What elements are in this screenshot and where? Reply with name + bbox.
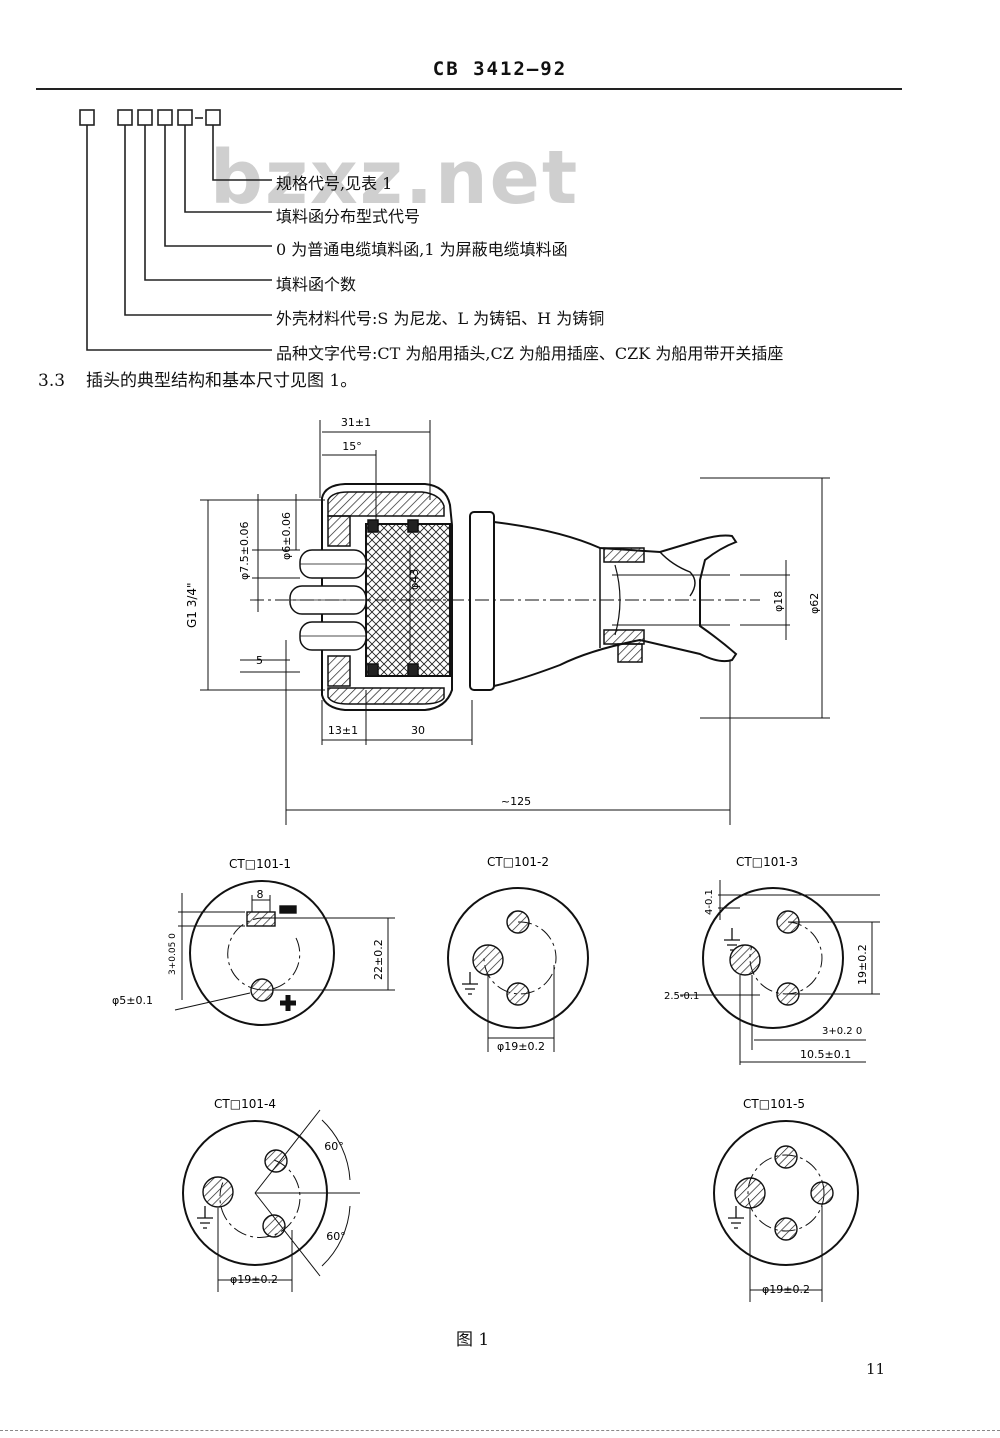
dim-overall: ~125 <box>501 795 531 808</box>
face-view-title-4: CT□101-4 <box>214 1097 276 1111</box>
face-view-3-dim-4: 4-0.1 <box>704 889 715 915</box>
leader-gland-type <box>164 125 272 247</box>
face-view-4-angle-top: 60° <box>324 1140 344 1153</box>
dim-dia-6: φ6±0.06 <box>280 512 293 560</box>
face-view-3-dim-3: 3+0.2 0 <box>822 1026 862 1037</box>
face-view-title-3: CT□101-3 <box>736 855 798 869</box>
dim-thread: G1 3/4" <box>185 582 199 628</box>
face-view-5-dim-dia-19: φ19±0.2 <box>762 1283 810 1296</box>
dim-dia-43: φ43 <box>408 569 421 590</box>
dim-dia-62: φ62 <box>808 593 821 614</box>
face-view-2-dim-dia-19: φ19±0.2 <box>497 1040 545 1053</box>
face-view-ct101-1 <box>174 880 395 1026</box>
face-view-4-angle-bottom: 60° <box>326 1230 346 1243</box>
dim-dia-7-5: φ7.5±0.06 <box>238 522 251 580</box>
face-view-1-dim-22: 22±0.2 <box>372 939 385 980</box>
leader-distribution <box>184 125 272 213</box>
plug-dimensions <box>200 420 830 825</box>
leader-spec <box>212 125 272 181</box>
code-label-product-type: 品种文字代号:CT 为船用插头,CZ 为船用插座、CZK 为船用带开关插座 <box>276 344 784 363</box>
dim-bottom-13: 13±1 <box>328 724 358 737</box>
code-label-gland-count: 填料函个数 <box>276 275 357 294</box>
leader-shell-material <box>124 125 272 316</box>
face-view-3-dim-10-5: 10.5±0.1 <box>800 1048 851 1061</box>
code-box-shell-material <box>117 109 133 126</box>
dim-bottom-30: 30 <box>411 724 425 737</box>
standard-code: CB 3412—92 <box>432 58 568 80</box>
section-text: 插头的典型结构和基本尺寸见图 1。 <box>86 371 358 391</box>
code-box-gland-count <box>137 109 153 126</box>
code-box-product-type <box>79 109 95 126</box>
face-view-ct101-3 <box>680 880 880 1065</box>
face-view-3-dim-2-5: 2.5-0.1 <box>664 991 699 1002</box>
face-view-1-dim-8: 8 <box>257 888 264 901</box>
face-view-title-1: CT□101-1 <box>229 857 291 871</box>
face-view-4-dim-dia-19: φ19±0.2 <box>230 1273 278 1286</box>
face-view-ct101-4 <box>182 1109 360 1292</box>
watermark: bzxz.net <box>210 135 580 221</box>
leader-gland-count <box>144 125 272 281</box>
figure-caption: 图 1 <box>456 1330 490 1350</box>
dim-5: 5 <box>256 654 263 667</box>
code-structure-diagram <box>79 109 272 351</box>
face-view-ct101-5 <box>713 1120 859 1302</box>
section-number: 3.3 <box>38 371 66 391</box>
code-label-distribution: 填料函分布型式代号 <box>276 207 421 226</box>
code-box-spec <box>205 109 221 126</box>
code-label-shell-material: 外壳材料代号:S 为尼龙、L 为铸铝、H 为铸铜 <box>276 309 605 328</box>
face-view-title-2: CT□101-2 <box>487 855 549 869</box>
face-view-3-dim-19: 19±0.2 <box>856 944 869 985</box>
leader-product-type <box>86 125 272 351</box>
face-view-ct101-2 <box>447 887 589 1052</box>
plug-main-drawing <box>289 483 738 711</box>
code-box-distribution <box>177 109 193 126</box>
bottom-rule <box>0 1430 1000 1432</box>
face-view-1-dim-dia-5: φ5±0.1 <box>112 994 153 1007</box>
face-view-title-5: CT□101-5 <box>743 1097 805 1111</box>
face-view-1-dim-3: 3+0.05 0 <box>168 933 178 975</box>
code-box-gland-type <box>157 109 173 126</box>
dim-top-angle: 15° <box>342 440 362 453</box>
dim-dia-18: φ18 <box>772 591 785 612</box>
header-rule <box>36 88 902 90</box>
dim-top-width: 31±1 <box>341 416 371 429</box>
page-number: 11 <box>866 1360 886 1378</box>
section-3-3: 3.3 插头的典型结构和基本尺寸见图 1。 <box>38 366 357 391</box>
code-label-gland-type: 0 为普通电缆填料函,1 为屏蔽电缆填料函 <box>276 240 568 259</box>
code-label-spec: 规格代号,见表 1 <box>276 174 393 193</box>
